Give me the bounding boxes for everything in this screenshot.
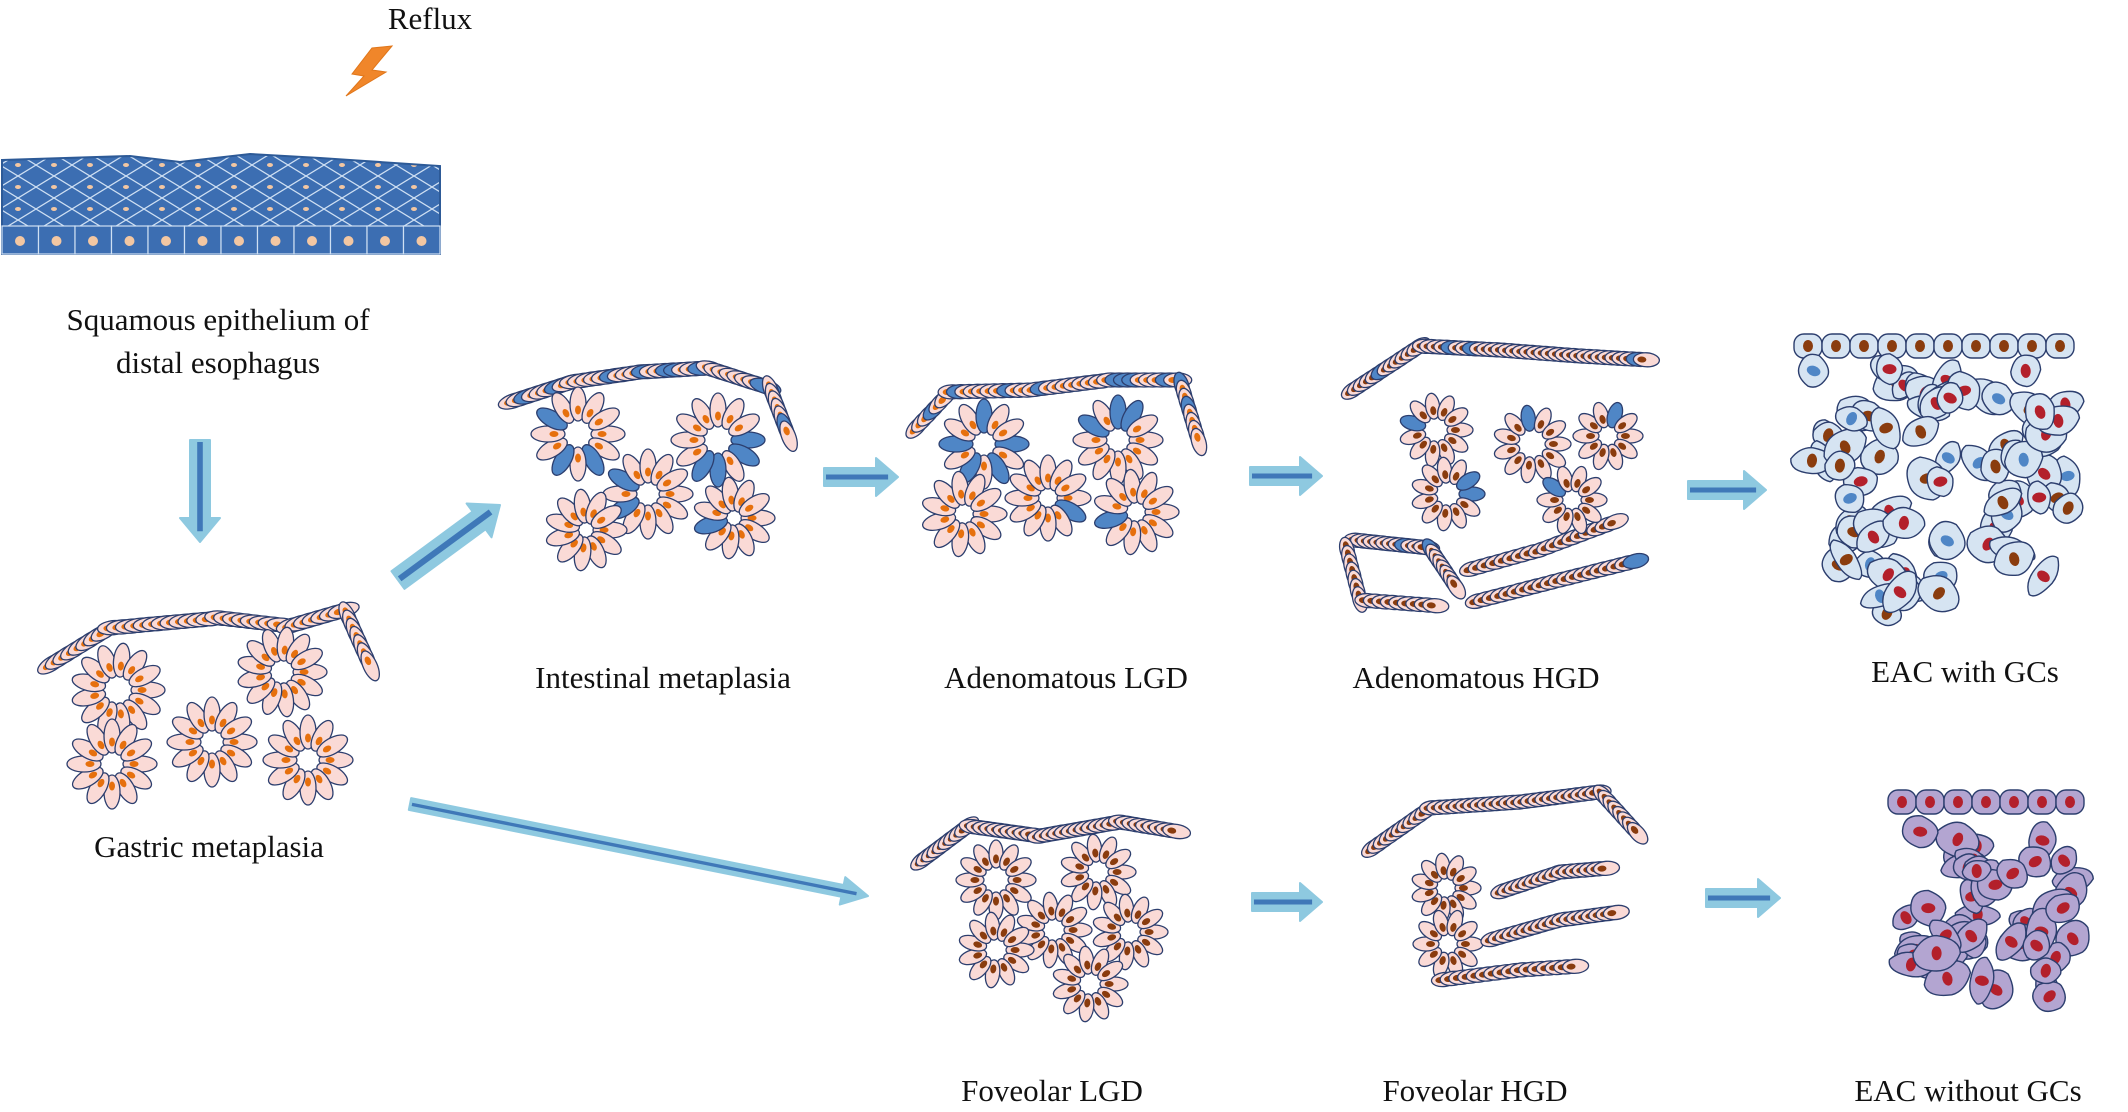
foveolar-hgd-illustration	[1360, 784, 1649, 988]
adenomatous-hgd-illustration	[1338, 337, 1661, 614]
arrow-gastric-to-foveolar-lgd	[407, 797, 870, 906]
squamous-label-line1: Squamous epithelium of	[66, 302, 370, 337]
down-arrow-squamous-to-gastric	[179, 439, 221, 543]
eac-without-gcs-label: EAC without GCs	[1854, 1073, 2082, 1108]
foveolar-hgd-label: Foveolar HGD	[1382, 1073, 1568, 1108]
arrow-gastric-to-intestinal	[390, 502, 502, 590]
arrow-foveolar-lgd-to-hgd	[1251, 882, 1323, 922]
foveolar-lgd-illustration	[910, 814, 1192, 1023]
intestinal-metaplasia-illustration	[497, 360, 798, 572]
lightning-bolt-icon	[345, 45, 394, 97]
arrow-adeno-hgd-to-eac	[1687, 470, 1767, 510]
squamous-epithelium-illustration	[1, 152, 441, 255]
gastric-metaplasia-illustration	[37, 601, 381, 810]
squamous-epithelium-label: Squamous epithelium of distal esophagus	[66, 298, 369, 384]
eac-with-gcs-illustration	[1790, 333, 2085, 627]
foveolar-lgd-label: Foveolar LGD	[961, 1073, 1143, 1108]
adenomatous-lgd-label: Adenomatous LGD	[944, 660, 1188, 695]
squamous-label-line2: distal esophagus	[115, 345, 321, 380]
intestinal-metaplasia-label: Intestinal metaplasia	[535, 660, 791, 695]
adenomatous-hgd-label: Adenomatous HGD	[1352, 660, 1600, 695]
gastric-metaplasia-label: Gastric metaplasia	[94, 829, 324, 864]
reflux-label: Reflux	[387, 1, 473, 36]
eac-without-gcs-illustration	[1887, 789, 2094, 1013]
arrow-foveolar-hgd-to-eac	[1705, 878, 1781, 918]
eac-with-gcs-label: EAC with GCs	[1871, 654, 2059, 689]
arrow-adeno-lgd-to-hgd	[1249, 456, 1323, 496]
arrow-intestinal-to-adeno-lgd	[823, 457, 899, 497]
adenomatous-lgd-illustration	[905, 371, 1208, 558]
